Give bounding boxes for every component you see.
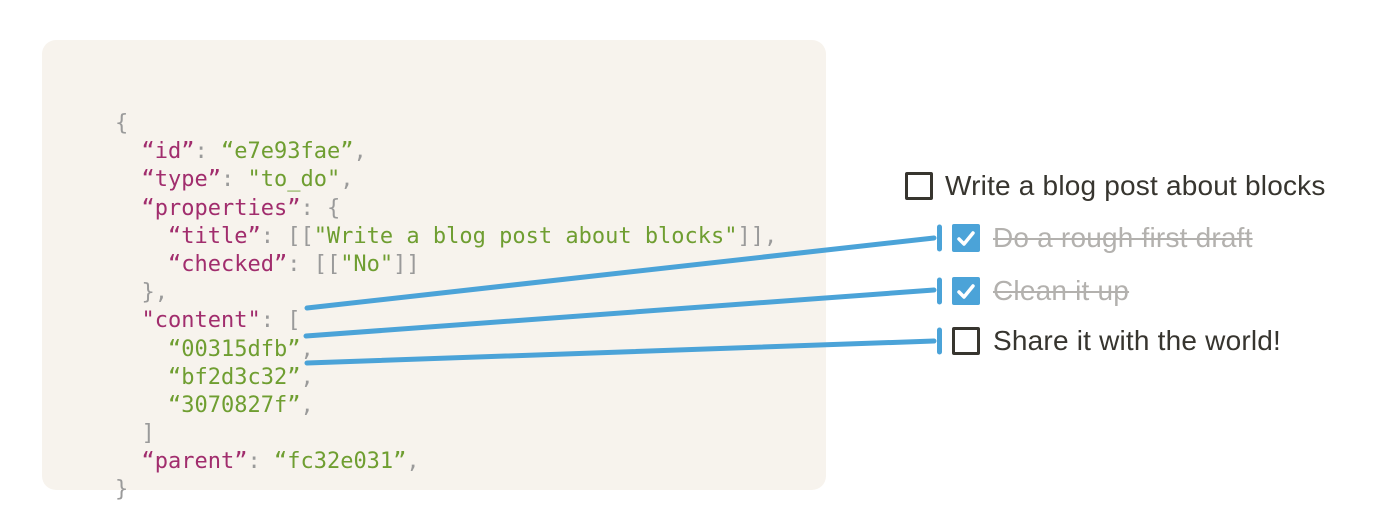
code-panel: { “id”: “e7e93fae”, “type”: "to_do", “pr… [42,40,826,502]
code-line: { [115,111,129,136]
todo-label: Write a blog post about blocks [945,170,1326,201]
code-line: “3070827f”, [167,392,314,418]
code-line: “title”: [["Write a blog post about bloc… [167,223,778,249]
code-line: ] [115,421,155,447]
code-line: “parent”: “fc32e031”, [141,449,420,475]
checkbox-checked-icon[interactable] [952,224,980,252]
code-line: “00315dfb”, [167,336,314,362]
code-line: “bf2d3c32”, [167,364,314,390]
checkmark-icon [957,231,975,246]
todo-label: Clean it up [993,275,1130,306]
code-line: “type”: "to_do", [141,167,354,193]
checkbox-checked-icon[interactable] [952,277,980,305]
code-block: { “id”: “e7e93fae”, “type”: "to_do", “pr… [115,110,777,505]
todo-item-3: Clean it up [952,275,1130,306]
checkbox-unchecked-icon[interactable] [952,327,980,355]
code-line: “properties”: { [141,195,341,221]
code-line: “id”: “e7e93fae”, [141,139,367,165]
code-line: “checked”: [["No"]] [167,251,420,277]
code-line: } [115,477,129,503]
todo-item-1: Write a blog post about blocks [905,170,1326,201]
code-line: }, [115,280,168,306]
checkmark-icon [957,284,975,299]
code-line: "content": [ [141,308,301,334]
todo-item-4: Share it with the world! [952,325,1282,356]
todo-item-2: Do a rough first draft [952,222,1253,253]
todo-label: Do a rough first draft [993,222,1253,253]
todo-label: Share it with the world! [993,325,1282,356]
checkbox-unchecked-icon[interactable] [905,172,933,200]
